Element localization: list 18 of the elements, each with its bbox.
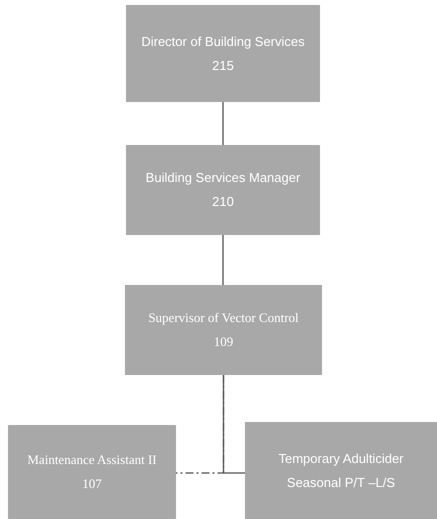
position-box: [126, 5, 320, 102]
position-text: 109: [214, 334, 234, 350]
position-text: Director of Building Services: [141, 34, 305, 50]
position-text: Building Services Manager: [146, 170, 300, 186]
position-text: 210: [212, 194, 234, 210]
connector-line: [222, 235, 224, 285]
position-box: [125, 285, 322, 375]
connector-line: [222, 102, 224, 145]
position-box: [245, 422, 437, 519]
position-text: Seasonal P/T –L/S: [286, 474, 396, 490]
position-text: Supervisor of Vector Control: [148, 310, 299, 326]
position-text: 215: [212, 58, 234, 74]
position-text: Temporary Adulticider: [278, 450, 404, 466]
position-text: 107: [82, 476, 102, 492]
connector-line: [222, 375, 245, 474]
position-box: [8, 425, 176, 519]
position-text: Maintenance Assistant II: [27, 452, 157, 468]
position-box: [126, 145, 320, 235]
